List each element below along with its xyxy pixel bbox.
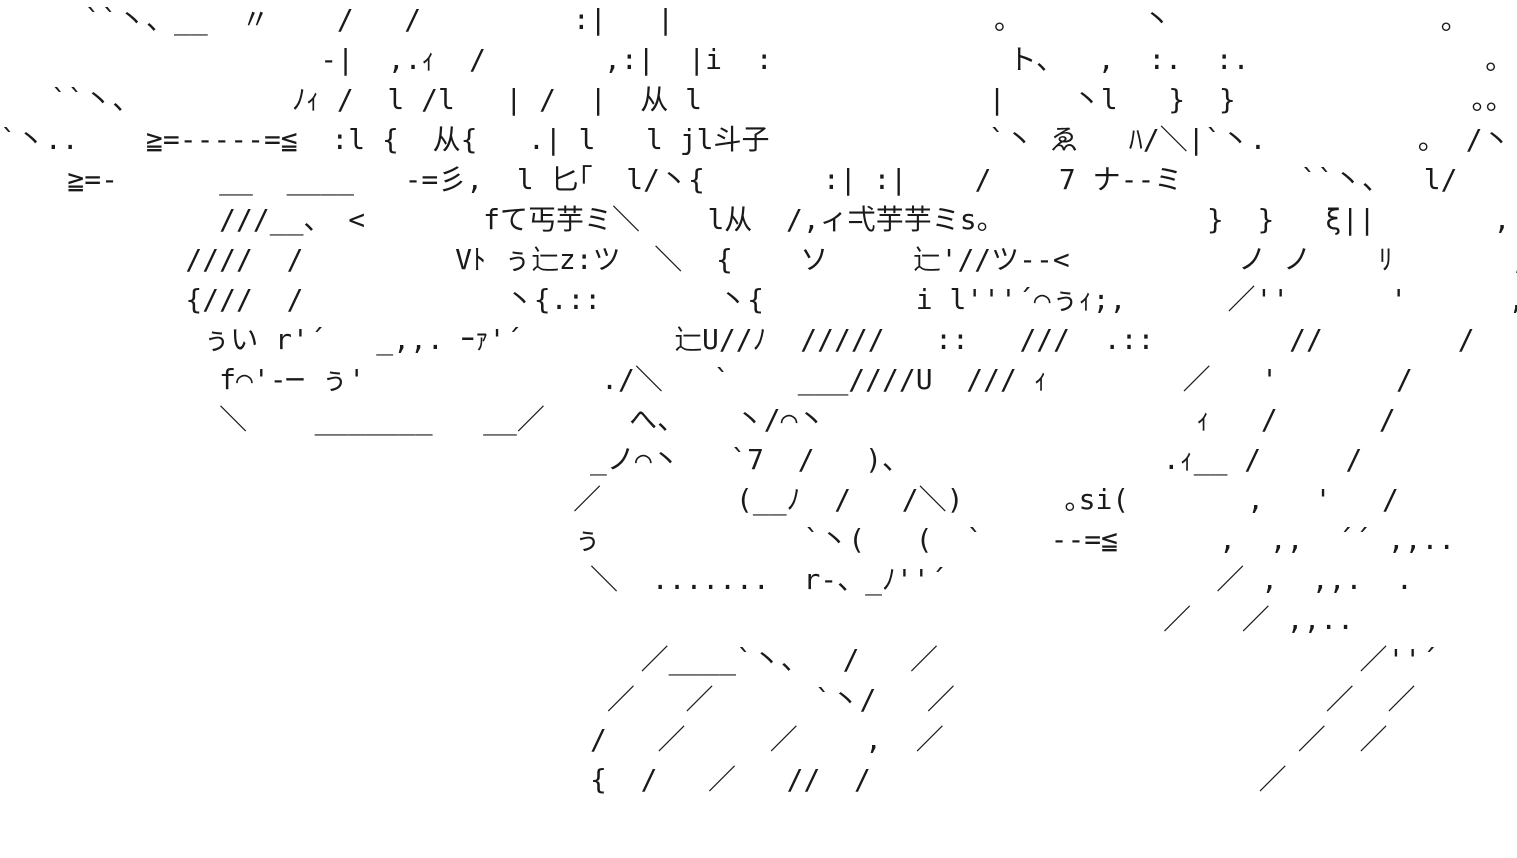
art-line: `丶.. ≧=-----=≦ :l { 从{ .| l l jl斗子 `丶 ゑ …	[0, 123, 1517, 156]
art-line: ＼ _______ __／ へ、 丶/⌒丶 ｨ / /	[0, 403, 1396, 436]
art-line: ／ ／ ,,.. ／,,.. -''	[1163, 603, 1355, 636]
art-line: ぅい r'´ _,,. ｰｧ'´ 辷U//ﾉ ///// :: /// .:: …	[0, 323, 1475, 356]
art-line: ／ ／ `丶/ ／ ／ ／	[0, 683, 1416, 716]
art-line: { / ／ // / ／	[0, 763, 1287, 796]
art-line: ぅ `丶( ( ` --=≦ , ,, ´´ ,,.. ./	[573, 523, 1456, 556]
art-line: / ／ ／ , ／ ／ ／	[0, 723, 1388, 756]
art-line: //// / Vﾄ ぅ辷z:ツ ＼ { ソ 辷'//ツ--< ノ ノ ﾘ ,	[0, 243, 1517, 276]
art-line: ≧=- __ ____ -=彡, l 匕｢ l/丶{ :| :| / 7 ナ--…	[0, 163, 1517, 196]
art-line: ／____`丶、 / ／ ／''´	[0, 643, 1439, 676]
art-line: ``丶、 ﾉｨ / l /l | / | 从 l | 丶l } } ｡。 }	[50, 83, 1514, 116]
art-line: ＼ ....... r-、_ﾉ''´ ／ , ,,. . ,	[0, 563, 1517, 596]
art-line: ///__、 < fて丐芋ミ＼ l从 /,ィ弌芋芋ミs。 } } ξ|| ,	[0, 203, 1511, 236]
art-line: f⌒'-─ ぅ' ./＼ ` ___////U /// ｨ ／ ' /	[0, 363, 1413, 396]
art-line: _ノ⌒丶 `7 / )、 .ｨ__ / /	[0, 443, 1363, 476]
art-line: ``丶、__ 〃 / / :| | ｡ 丶 ｡ 丶 ,	[0, 3, 1517, 36]
art-line: {/// / 丶{.:: 丶{ i l'''´⌒ぅｨ;, ／'' ' ,	[0, 283, 1517, 316]
art-line: ／ (__ﾉ / /＼) ｡si( , ' / /	[0, 483, 1517, 516]
art-line: -| ,.ｨ / ,:| |i : ト、 , :. :. ｡ ,	[320, 43, 1500, 76]
